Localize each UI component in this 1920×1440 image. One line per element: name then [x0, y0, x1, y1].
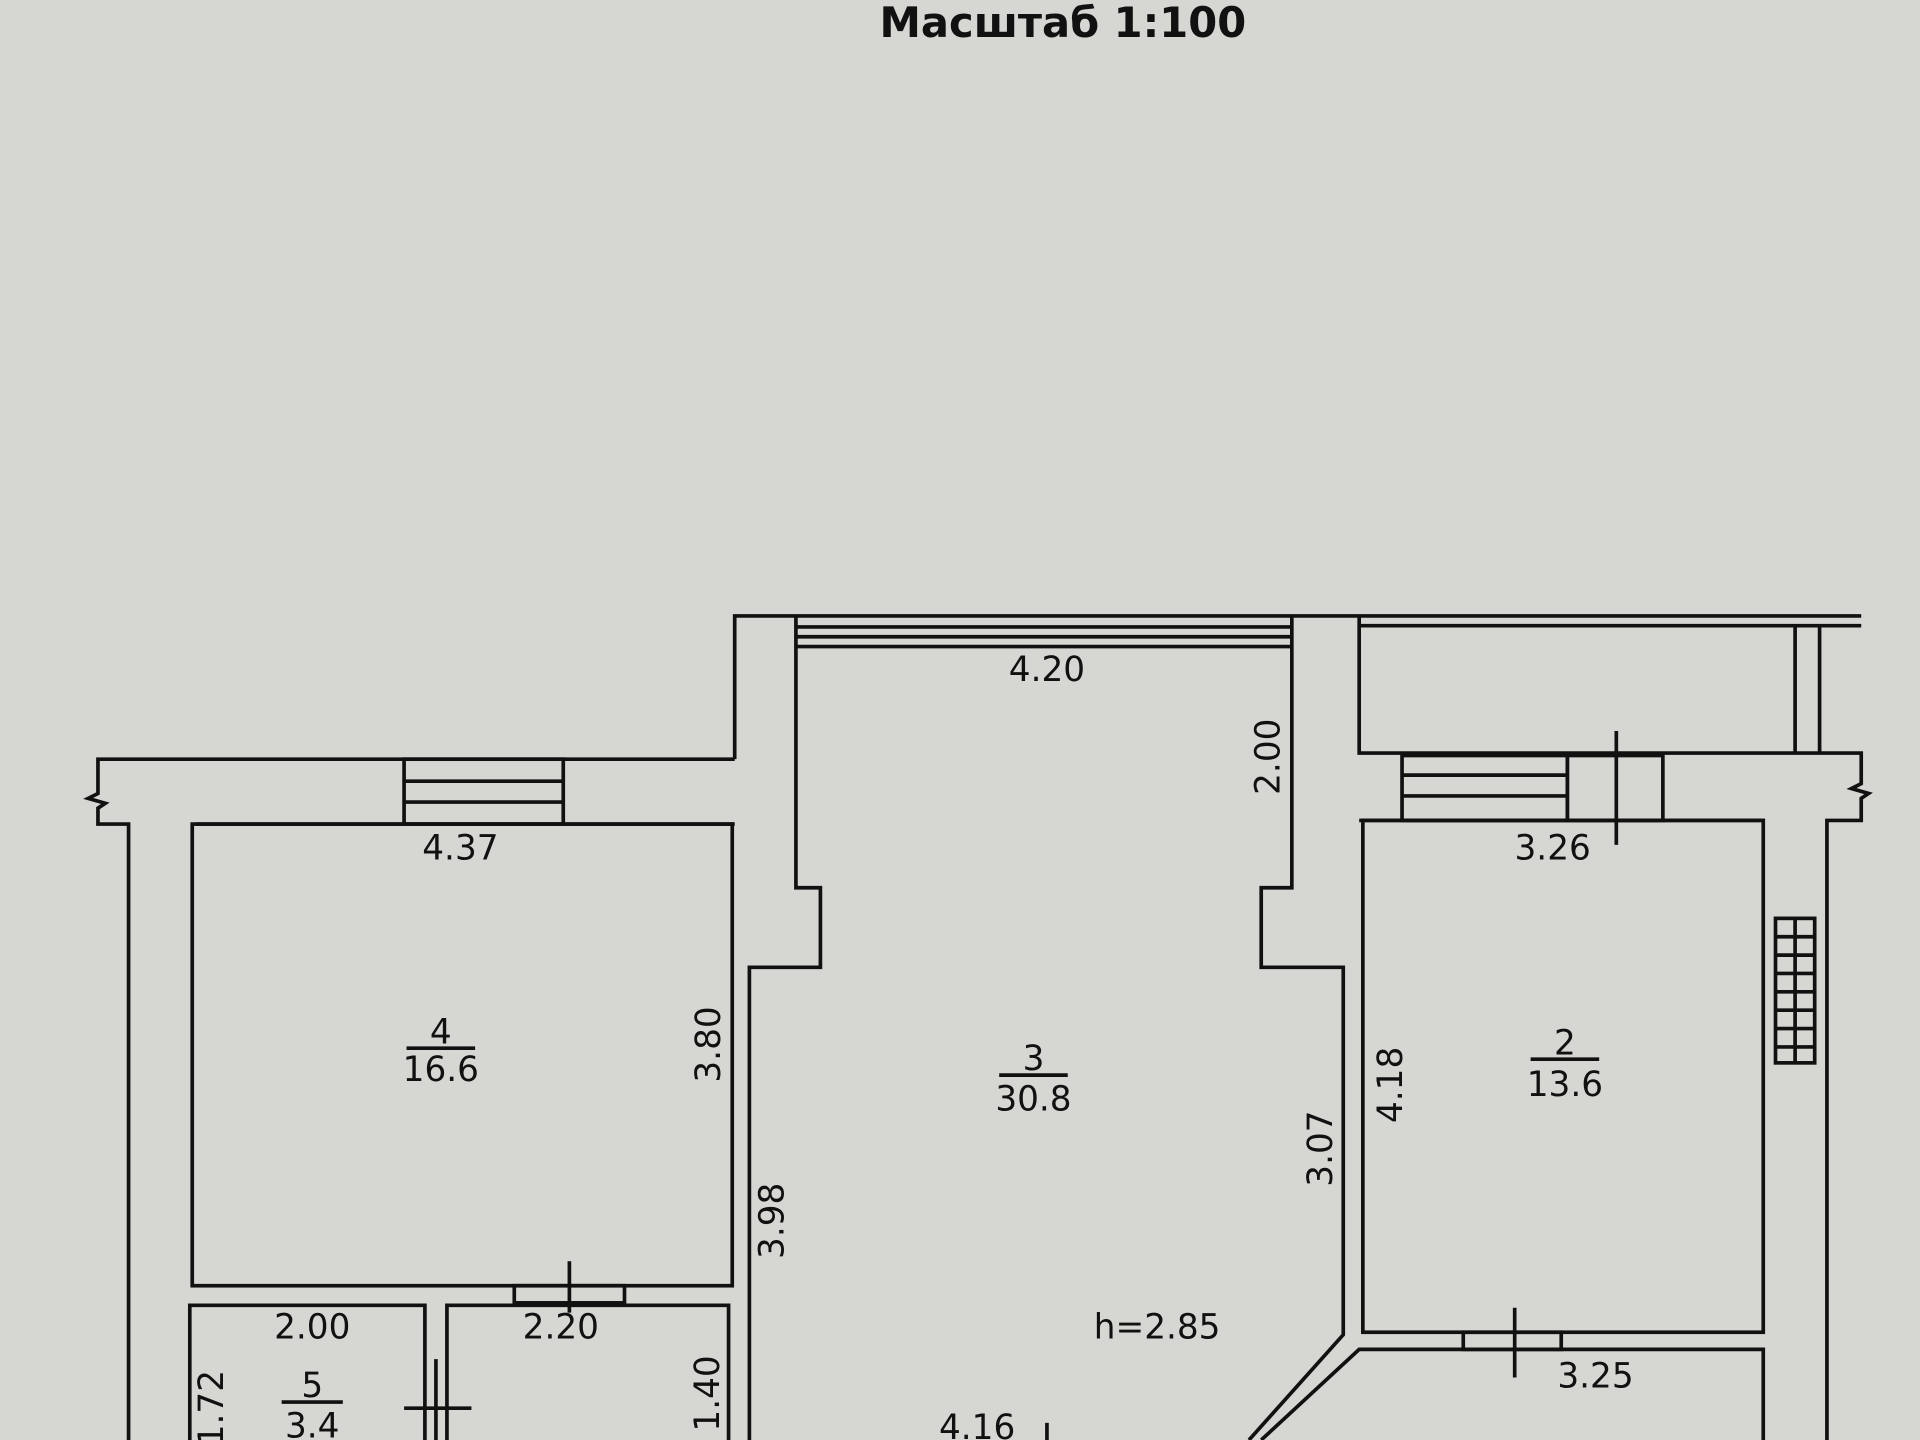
room-number: 3: [1023, 1039, 1045, 1079]
room-2-label: 2 13.6: [1527, 1023, 1603, 1105]
dim-room5-height: 1.72: [192, 1370, 232, 1440]
room-area: 13.6: [1527, 1065, 1603, 1105]
dim-room4-height: 3.80: [689, 1006, 729, 1082]
dim-room3-right: 3.07: [1301, 1110, 1341, 1186]
dim-room2-height: 4.18: [1371, 1047, 1411, 1123]
room-5-label: 5 3.4: [281, 1366, 343, 1440]
room-area: 30.8: [995, 1080, 1071, 1120]
dim-niche-depth: 2.00: [1249, 719, 1289, 795]
dim-corridor-height: 1.40: [688, 1355, 728, 1431]
scale-title: Масштаб 1:100: [880, 0, 1247, 47]
dim-room3-left: 3.98: [753, 1183, 793, 1259]
dim-room4-width: 4.37: [422, 829, 498, 869]
ceiling-height: h=2.85: [1094, 1307, 1221, 1347]
room-area: 3.4: [285, 1407, 339, 1440]
doors: [404, 1261, 1564, 1440]
room-4-label: 4 16.6: [403, 1012, 479, 1090]
windows: [402, 625, 1665, 845]
dim-room5-width: 2.00: [274, 1307, 350, 1347]
room-number: 4: [430, 1012, 452, 1052]
dim-lower-right-width: 3.25: [1557, 1356, 1633, 1396]
room-number: 5: [301, 1366, 323, 1406]
dim-room2-width: 3.26: [1515, 829, 1591, 869]
room-number: 2: [1554, 1023, 1576, 1063]
dim-window3-width: 4.20: [1009, 650, 1085, 690]
room-area: 16.6: [403, 1050, 479, 1090]
room-3-label: 3 30.8: [995, 1039, 1071, 1119]
dim-room3-bottom: 4.16: [939, 1408, 1015, 1440]
radiator-icon: [1773, 916, 1817, 1065]
dim-corridor-width: 2.20: [523, 1307, 599, 1347]
walls: [83, 614, 1873, 1440]
